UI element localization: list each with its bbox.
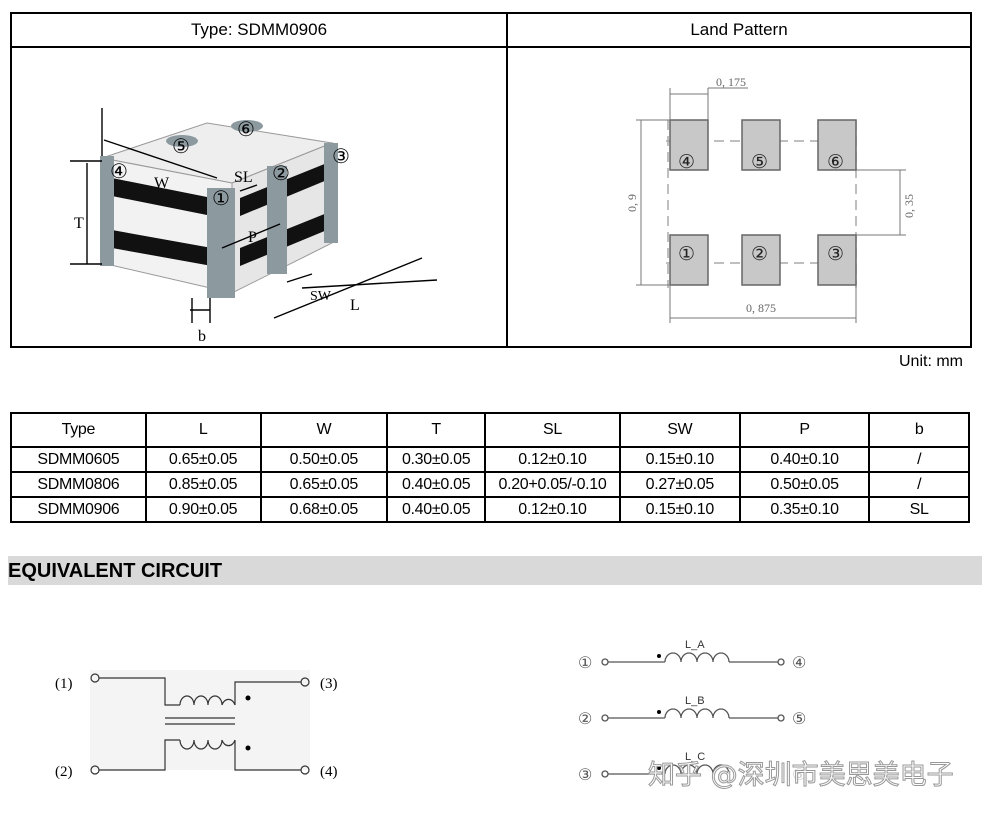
inductor-label-c: L_C: [685, 751, 705, 763]
label-L: L: [350, 297, 360, 314]
cell: 0.50±0.05: [259, 446, 389, 473]
cell: 0.15±0.10: [618, 496, 741, 523]
common-mode-choke-circuit: (1) (2) (3) (4): [55, 670, 338, 780]
cell: 0.40±0.05: [386, 471, 487, 498]
pad-1: ①: [678, 244, 695, 265]
cell: 0.30±0.05: [386, 446, 487, 473]
terminal-4: (4): [320, 764, 338, 780]
label-T: T: [74, 215, 84, 232]
land-pattern-header: Land Pattern: [508, 14, 970, 48]
header-cell: P: [738, 412, 871, 448]
pin-3: ③: [332, 146, 350, 168]
pad-2: ②: [751, 244, 768, 265]
cell: 0.12±0.10: [484, 496, 621, 523]
cell: /: [868, 471, 970, 498]
label-P: P: [248, 229, 257, 246]
dim-width: 0, 875: [746, 301, 776, 315]
pin-1: ①: [212, 188, 230, 210]
header-cell: L: [144, 412, 262, 448]
dim-pad-width: 0, 175: [716, 75, 746, 89]
pad-5: ⑤: [751, 152, 768, 173]
pin-4-label: ④: [792, 655, 806, 672]
label-SW: SW: [310, 289, 332, 304]
pad-4: ④: [678, 152, 695, 173]
cell: /: [868, 446, 970, 473]
cell: 0.65±0.05: [144, 446, 262, 473]
pin-6: ⑥: [237, 119, 255, 141]
terminal-3: (3): [320, 676, 338, 692]
pin-6-label: ⑥: [792, 767, 806, 784]
cell: SDMM0605: [10, 446, 147, 473]
drawing-panel: Type: SDMM0906 Land Pattern W T SL P SW …: [10, 12, 972, 348]
section-title-equivalent-circuit: EQUIVALENT CIRCUIT: [8, 556, 982, 585]
label-SL: SL: [234, 169, 253, 186]
pin-1-label: ①: [578, 655, 592, 672]
pin-5: ⑤: [172, 136, 190, 158]
cell: SDMM0906: [10, 496, 147, 523]
header-cell: W: [259, 412, 389, 448]
pad-6: ⑥: [827, 152, 844, 173]
divider: [506, 14, 508, 346]
header-cell: SL: [484, 412, 621, 448]
cell: 0.20+0.05/-0.10: [484, 471, 621, 498]
watermark: 知乎 @深圳市美思美电子: [648, 760, 954, 791]
header-cell: T: [386, 412, 487, 448]
cell: 0.35±0.10: [738, 496, 871, 523]
terminal-2: (2): [55, 764, 73, 780]
land-pattern-drawing: 0, 175 0, 9 0, 35 0, 875 ④ ⑤ ⑥ ① ② ③: [625, 75, 916, 323]
cell: 0.12±0.10: [484, 446, 621, 473]
pad-3: ③: [827, 244, 844, 265]
dim-height: 0, 9: [625, 194, 639, 212]
inductor-label-b: L_B: [685, 695, 705, 707]
cell: 0.68±0.05: [259, 496, 389, 523]
pin-2: ②: [272, 163, 290, 185]
header-cell: SW: [618, 412, 741, 448]
pin-3-label: ③: [578, 767, 592, 784]
cell: SL: [868, 496, 970, 523]
table-header-row: Type L W T SL SW P b: [10, 412, 970, 448]
pin-2-label: ②: [578, 711, 592, 728]
inductor-label-a: L_A: [685, 639, 705, 651]
cell: 0.65±0.05: [259, 471, 389, 498]
cell: 0.40±0.10: [738, 446, 871, 473]
cell: SDMM0806: [10, 471, 147, 498]
label-W: W: [154, 175, 170, 192]
component-dimension-drawing: W T SL P SW L b ① ② ③ ④ ⑤ ⑥: [70, 108, 438, 345]
pin-5-label: ⑤: [792, 711, 806, 728]
cell: 0.15±0.10: [618, 446, 741, 473]
terminal-1: (1): [55, 676, 73, 692]
cell: 0.27±0.05: [618, 471, 741, 498]
cell: 0.85±0.05: [144, 471, 262, 498]
pin-4: ④: [110, 161, 128, 183]
cell: 0.40±0.05: [386, 496, 487, 523]
header-cell: Type: [10, 412, 147, 448]
header-cell: b: [868, 412, 970, 448]
unit-label: Unit: mm: [899, 353, 963, 370]
cell: 0.90±0.05: [144, 496, 262, 523]
dim-gap: 0, 35: [902, 194, 916, 218]
type-header: Type: SDMM0906: [12, 14, 506, 48]
three-line-inductor-circuit: L_A L_B L_C ① ④ ② ⑤ ③ ⑥ 知乎 @深圳市美思美电子: [578, 639, 954, 792]
label-b: b: [198, 328, 206, 345]
cell: 0.50±0.05: [738, 471, 871, 498]
